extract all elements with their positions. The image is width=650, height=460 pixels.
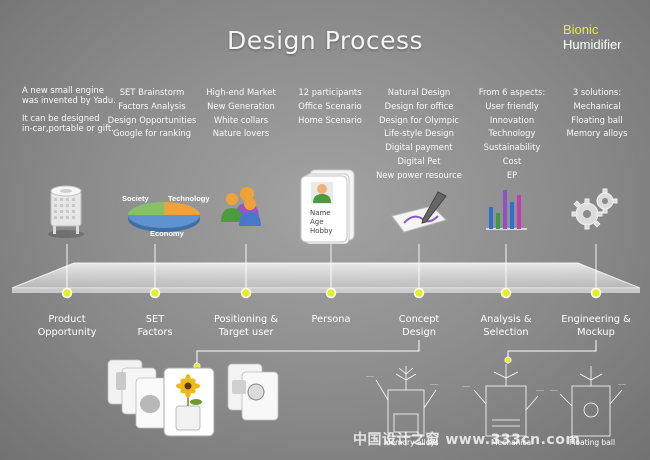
stage-label: Target user [218, 327, 274, 338]
note-line: 12 participants [298, 87, 362, 97]
stage-label: SET [145, 314, 165, 325]
analysis-notes: From 6 aspects: User friendly Innovation… [472, 86, 552, 183]
concept-design-notes: Natural Design Design for office Design … [372, 86, 466, 183]
timeline-node [149, 287, 161, 299]
engineering-notes: 3 solutions: Mechanical Floating ball Me… [557, 86, 637, 141]
note-line: Mechanical [573, 100, 621, 111]
note-line: was invented by Yadu. [22, 94, 116, 105]
note-line: Cost [502, 155, 522, 166]
note-line: Natural Design [387, 87, 451, 97]
note-line: A new small engine [22, 85, 104, 95]
product-opportunity-notes: A new small engine was invented by Yadu.… [22, 85, 116, 133]
timeline-node [500, 287, 512, 299]
stage-product-opportunity: Product Opportunity [22, 313, 112, 339]
brand-logo: Bionic Humidifier [563, 22, 622, 52]
stage-label: Design [402, 327, 436, 338]
stage-positioning: Positioning & Target user [201, 313, 291, 339]
timeline-platform [11, 244, 641, 299]
stage-label: Persona [311, 314, 351, 325]
stage-concept-design: Concept Design [374, 313, 464, 339]
svg-text:——: —— [618, 382, 626, 387]
svg-text:——: —— [366, 374, 374, 379]
society-label: Society [122, 194, 150, 203]
stage-label: Concept [398, 314, 440, 325]
page-title: Design Process [226, 26, 424, 55]
note-line: It can be designed [22, 113, 100, 124]
technology-label: Technology [168, 194, 210, 203]
stage-label: Selection [483, 327, 529, 338]
stage-set-factors: SET Factors [110, 313, 200, 339]
sketch-label-memory-alloys: Memory alloys [384, 438, 439, 447]
persona-card-icon: Name Age Hobby [300, 169, 355, 244]
brand-line-2: Humidifier [563, 37, 622, 52]
note-line: Digital Pet [397, 155, 441, 166]
gears-icon [571, 188, 618, 230]
note-line: in-car,portable or gift. [22, 122, 114, 133]
note-line: Innovation [489, 114, 535, 125]
stage-label: Analysis & [480, 314, 532, 325]
economy-label: Economy [150, 229, 185, 238]
note-line: Factors Analysis [118, 100, 186, 111]
note-line: Google for ranking [112, 128, 192, 139]
note-line: Design Opportunities [107, 114, 197, 125]
stage-persona: Persona [286, 313, 376, 326]
stage-label: Opportunity [37, 327, 97, 338]
note-line: EP [506, 169, 518, 180]
persona-name-label: Name [310, 209, 331, 217]
sketch-label-mechanical: Mechanical [491, 438, 534, 447]
set-pie-chart-icon: Society Technology Economy [122, 194, 210, 238]
note-line: Memory alloys [566, 128, 628, 139]
note-line: New power resource [376, 169, 462, 180]
concept-cards [107, 359, 279, 437]
note-line: Technology [488, 128, 536, 139]
note-line: Design for office [384, 100, 454, 111]
stage-label: Engineering & [561, 314, 631, 325]
users-group-icon [221, 187, 261, 226]
engine-3d-icon [48, 185, 84, 238]
note-line: New Generation [207, 100, 275, 111]
svg-text:——: —— [430, 382, 438, 387]
engineering-sketches: —— —— —— —— —— —— [366, 364, 626, 437]
set-factors-notes: SET Brainstorm Factors Analysis Design O… [102, 86, 202, 141]
stage-label: Mockup [577, 327, 615, 338]
note-line: Digital payment [385, 142, 453, 153]
timeline-node [590, 287, 602, 299]
note-line: Home Scenario [298, 114, 362, 125]
watermark: 中国设计之窗 www.333cn.com [353, 432, 581, 448]
stage-label: Positioning & [213, 314, 279, 325]
timeline-node [61, 287, 73, 299]
note-line: User friendly [485, 100, 539, 111]
note-line: Nature lovers [212, 128, 270, 139]
brand-line-1: Bionic [563, 22, 599, 37]
note-line: 3 solutions: [572, 87, 622, 97]
timeline-node [240, 287, 252, 299]
persona-age-label: Age [310, 218, 324, 226]
stage-analysis-selection: Analysis & Selection [461, 313, 551, 339]
svg-text:——: —— [462, 384, 470, 389]
timeline-node [413, 287, 425, 299]
persona-hobby-label: Hobby [310, 227, 333, 235]
persona-notes: 12 participants Office Scenario Home Sce… [287, 86, 373, 127]
svg-text:——: —— [536, 388, 544, 393]
bar-chart-icon [486, 190, 527, 230]
note-line: High-end Market [206, 87, 276, 97]
note-line: Office Scenario [298, 100, 362, 111]
positioning-notes: High-end Market New Generation White col… [196, 86, 286, 141]
svg-text:——: —— [550, 388, 558, 393]
note-line: SET Brainstorm [119, 87, 185, 97]
note-line: White collars [213, 114, 269, 125]
timeline-node [325, 287, 337, 299]
note-line: Design for Olympic [378, 114, 460, 125]
stage-label: Factors [137, 327, 173, 338]
note-line: Life-style Design [384, 128, 454, 139]
sketch-label-floating-ball: Floating ball [569, 438, 616, 447]
note-line: Floating ball [571, 114, 623, 125]
stage-label: Product [48, 314, 86, 325]
note-line: Sustainability [483, 142, 541, 153]
note-line: From 6 aspects: [478, 87, 546, 97]
drawing-tablet-icon [391, 191, 447, 233]
stage-engineering-mockup: Engineering & Mockup [551, 313, 641, 339]
